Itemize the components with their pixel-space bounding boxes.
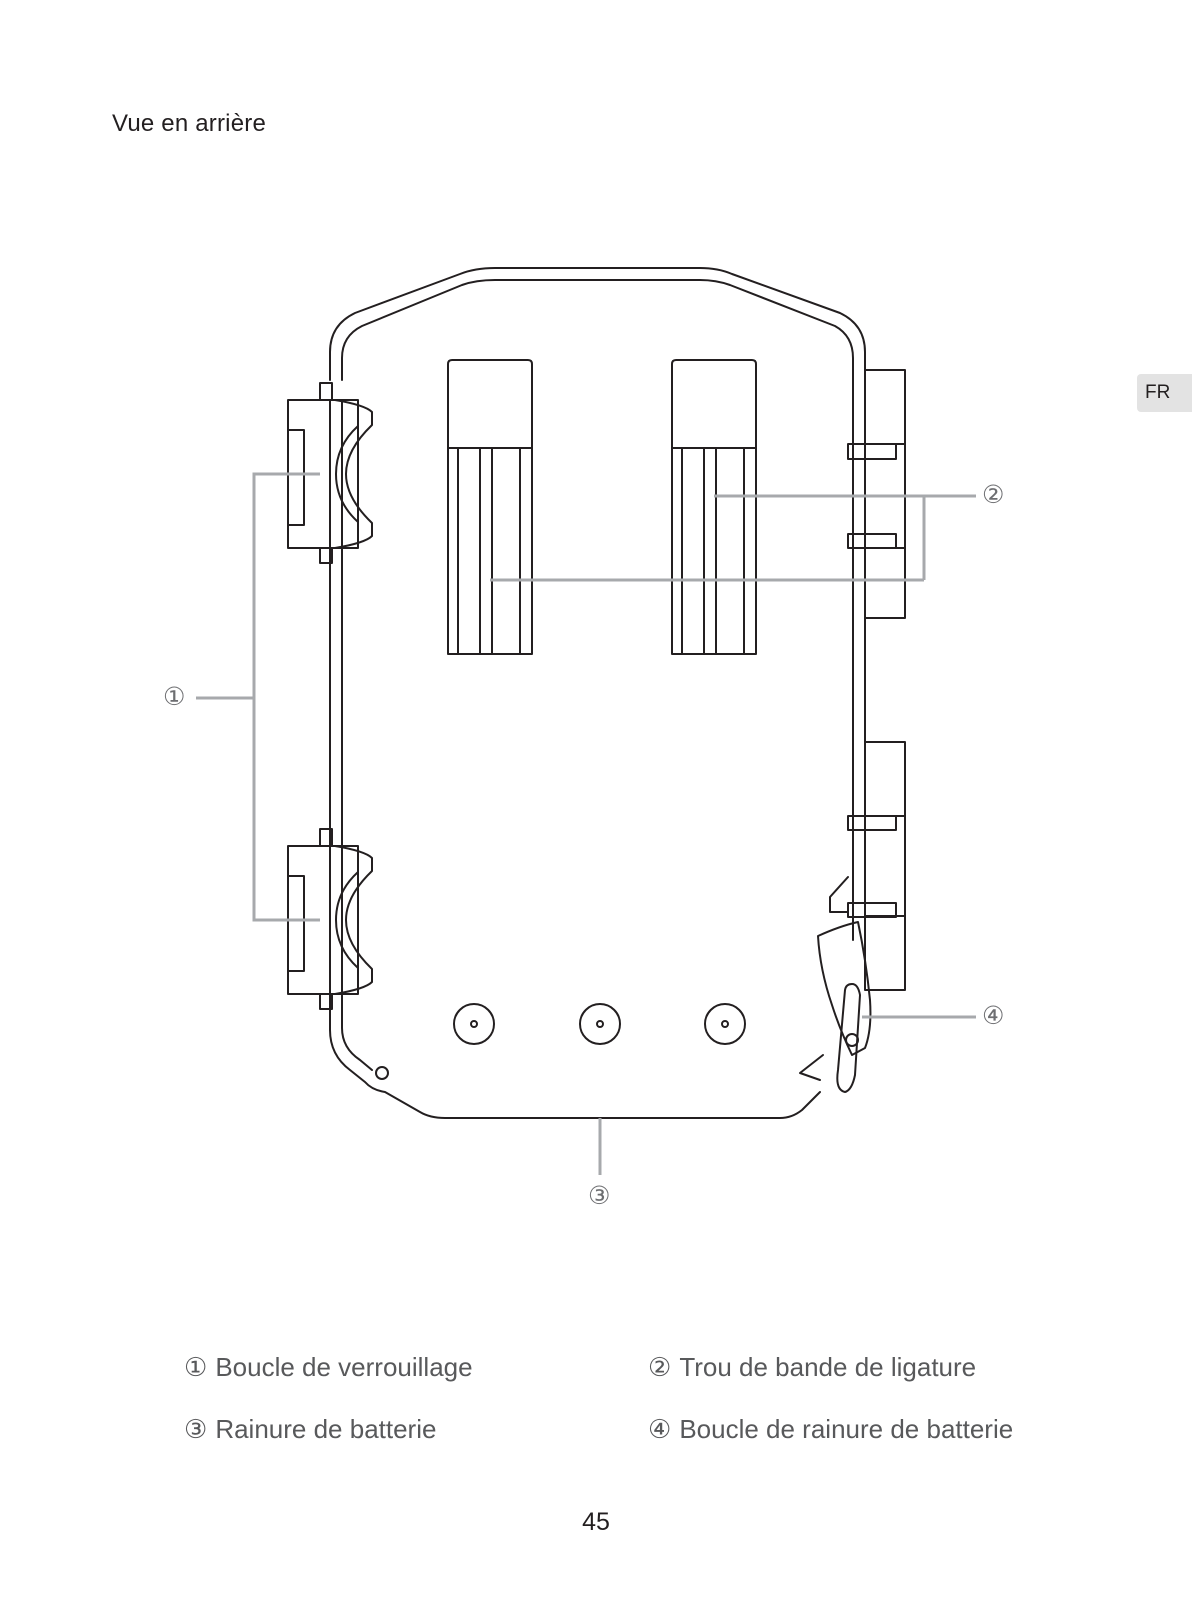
page-number: 45 xyxy=(582,1508,610,1536)
callout-2: ② xyxy=(982,480,1005,509)
housing-outline xyxy=(329,267,866,381)
language-tab: FR xyxy=(1137,374,1192,412)
battery-latch xyxy=(799,921,872,1093)
callout-1: ① xyxy=(163,682,186,711)
strap-slot-right xyxy=(671,359,757,655)
hinge-top xyxy=(847,369,906,619)
locking-buckle-bottom xyxy=(287,828,373,1010)
callout-4: ④ xyxy=(982,1001,1005,1030)
callout-3: ③ xyxy=(588,1181,611,1210)
page-title: Vue en arrière xyxy=(112,110,266,137)
leader-lines xyxy=(196,472,976,1175)
legend-label: Trou de bande de ligature xyxy=(679,1352,977,1382)
legend-number: ③ xyxy=(184,1415,208,1445)
legend-label: Boucle de rainure de batterie xyxy=(679,1414,1014,1444)
legend-number: ② xyxy=(648,1353,672,1383)
legend-label: Boucle de verrouillage xyxy=(215,1352,473,1382)
strap-slot-left xyxy=(447,359,533,655)
hinge-bottom xyxy=(829,741,906,991)
housing-bottom-outline xyxy=(329,1007,821,1119)
legend-number: ① xyxy=(184,1353,208,1383)
screw-holes xyxy=(453,1003,746,1045)
housing-inner-outline xyxy=(341,279,854,381)
mount-hole xyxy=(375,1066,389,1080)
legend-label: Rainure de batterie xyxy=(215,1414,437,1444)
legend-number: ④ xyxy=(648,1415,672,1445)
